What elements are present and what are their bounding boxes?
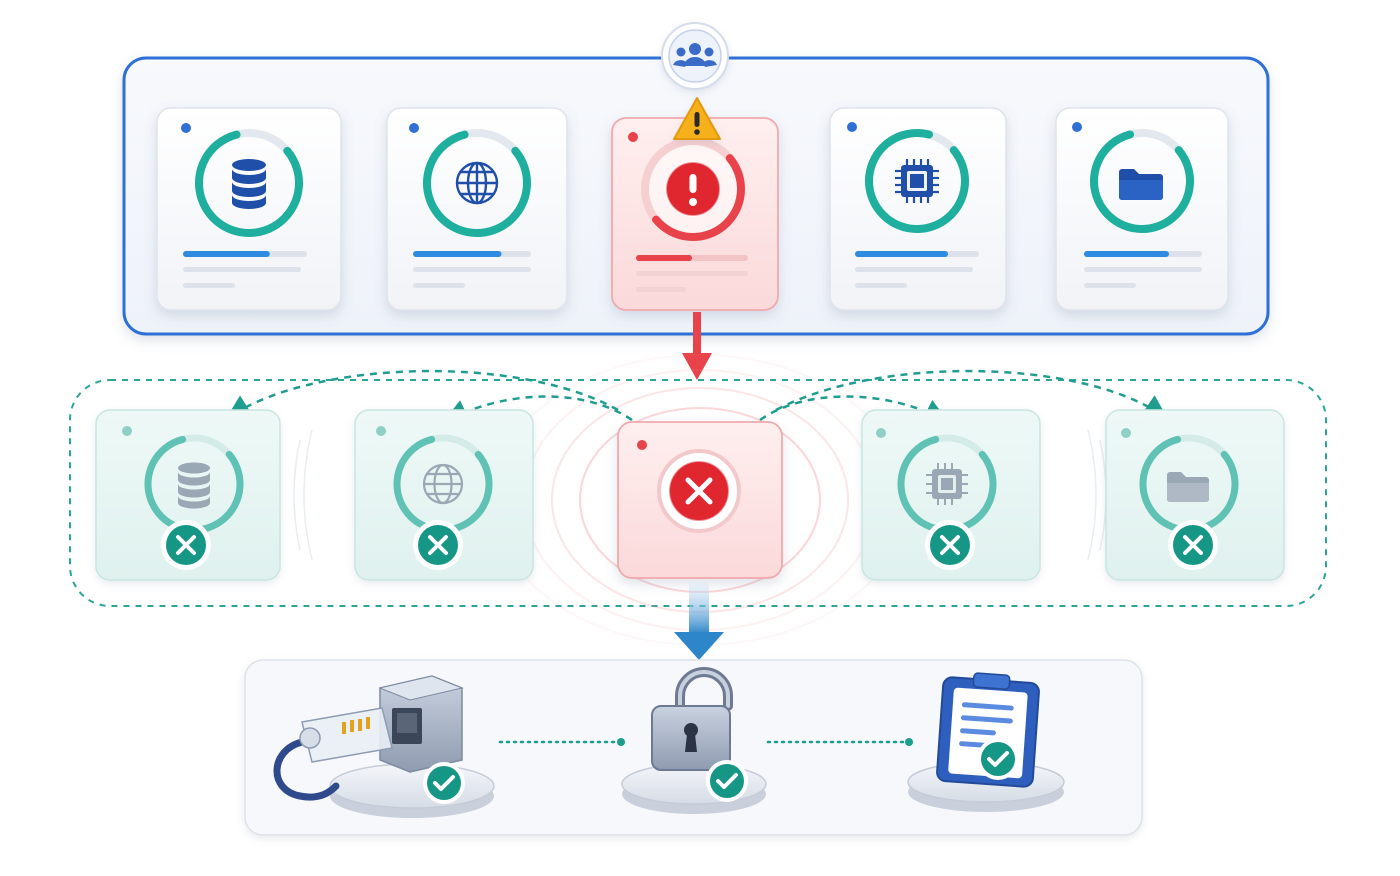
module-card bbox=[156, 107, 342, 311]
isolation-zone-outline bbox=[69, 379, 1327, 607]
folder-icon bbox=[1119, 169, 1163, 200]
status-dot bbox=[628, 132, 638, 142]
placeholder-line bbox=[413, 267, 531, 272]
module-card bbox=[829, 107, 1007, 311]
load-ring bbox=[393, 434, 493, 534]
close-icon bbox=[657, 449, 741, 533]
close-icon bbox=[925, 520, 975, 570]
placeholder-line bbox=[1084, 283, 1136, 288]
load-ring bbox=[897, 434, 997, 534]
close-icon bbox=[413, 520, 463, 570]
progress-fill bbox=[1084, 251, 1169, 257]
status-dot bbox=[409, 123, 419, 133]
load-ring bbox=[641, 137, 745, 241]
progress-fill bbox=[413, 251, 502, 257]
status-dot bbox=[181, 123, 191, 133]
load-ring bbox=[195, 129, 303, 237]
users-icon bbox=[661, 22, 729, 90]
placeholder-line bbox=[183, 283, 235, 288]
unlocked-icon bbox=[651, 667, 733, 771]
warning-icon bbox=[673, 97, 721, 140]
side-pulse-rings bbox=[293, 429, 1107, 561]
step-access-restored bbox=[621, 667, 767, 814]
globe-icon bbox=[422, 463, 464, 505]
check-icon bbox=[977, 738, 1019, 780]
load-ring bbox=[423, 128, 531, 237]
database-icon bbox=[178, 462, 210, 509]
placeholder-line bbox=[636, 271, 748, 276]
chip-icon bbox=[926, 463, 968, 505]
connector-dot bbox=[617, 738, 625, 746]
load-ring bbox=[1139, 434, 1239, 534]
progress-fill bbox=[855, 251, 948, 257]
failure-arrow bbox=[682, 312, 712, 380]
chip-icon bbox=[895, 159, 939, 203]
failed-module-card bbox=[617, 421, 783, 579]
ethernet-icon bbox=[273, 675, 464, 801]
database-icon bbox=[232, 159, 266, 209]
propagation-arrows bbox=[225, 369, 1169, 423]
folder-icon bbox=[1167, 472, 1209, 502]
check-icon bbox=[706, 760, 748, 802]
check-icon bbox=[423, 762, 465, 804]
isolated-module-card bbox=[95, 409, 281, 581]
connector-dot bbox=[905, 738, 913, 746]
alert-icon bbox=[665, 161, 721, 217]
status-dot bbox=[376, 426, 386, 436]
load-ring bbox=[865, 129, 969, 233]
load-ring bbox=[144, 434, 244, 534]
bottom-group bbox=[244, 659, 1143, 836]
close-icon bbox=[161, 520, 211, 570]
placeholder-line bbox=[413, 283, 465, 288]
progress-fill bbox=[183, 251, 270, 257]
step-verification bbox=[907, 672, 1065, 812]
status-dot bbox=[876, 428, 886, 438]
globe-icon bbox=[455, 161, 499, 205]
module-card-error bbox=[611, 97, 779, 311]
load-ring bbox=[1090, 129, 1194, 233]
status-dot bbox=[637, 440, 647, 450]
progress-fill bbox=[636, 255, 692, 261]
recovery-arrow bbox=[674, 582, 724, 660]
step-network-reconnect bbox=[273, 675, 495, 818]
close-icon bbox=[1168, 520, 1218, 570]
module-card bbox=[386, 107, 568, 311]
isolated-module-card bbox=[861, 409, 1041, 581]
placeholder-line bbox=[183, 267, 301, 272]
status-dot bbox=[1072, 122, 1082, 132]
status-dot bbox=[122, 426, 132, 436]
placeholder-line bbox=[636, 287, 686, 292]
module-card bbox=[1055, 107, 1229, 311]
placeholder-line bbox=[1084, 267, 1202, 272]
top-group bbox=[122, 22, 1270, 336]
placeholder-line bbox=[855, 267, 973, 272]
status-dot bbox=[847, 122, 857, 132]
middle-group bbox=[69, 354, 1327, 646]
placeholder-line bbox=[855, 283, 907, 288]
isolated-module-card bbox=[1105, 409, 1285, 581]
isolated-module-card bbox=[354, 409, 534, 581]
status-dot bbox=[1121, 428, 1131, 438]
